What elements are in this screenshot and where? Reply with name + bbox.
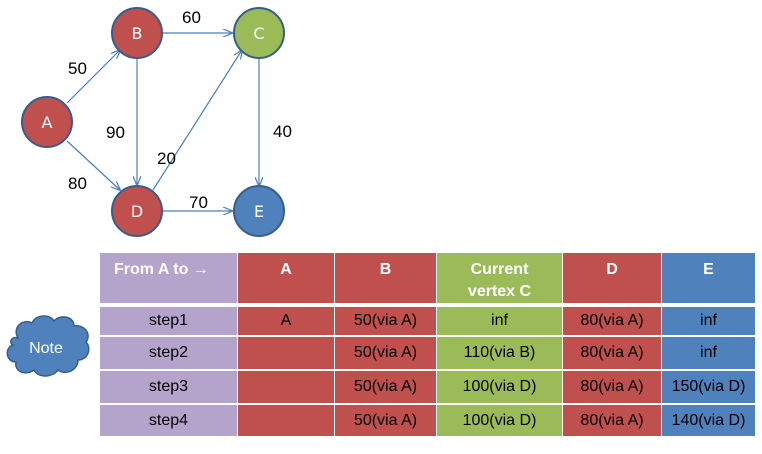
edge-weight-c-e: 40 bbox=[273, 122, 292, 141]
edge-weight-d-c: 20 bbox=[157, 149, 176, 168]
edge-d-c bbox=[152, 50, 242, 191]
node-a: A bbox=[21, 96, 73, 148]
node-a-label: A bbox=[42, 113, 53, 132]
cell-step: step2 bbox=[100, 335, 237, 369]
distance-table: From A to → A B Current vertex C D E ste… bbox=[99, 253, 756, 436]
graph-diagram: 50 80 60 90 20 40 70 A B C D E bbox=[21, 7, 292, 237]
cell-a bbox=[238, 403, 334, 436]
node-e-label: E bbox=[254, 202, 264, 221]
edge-weight-b-c: 60 bbox=[182, 8, 201, 27]
note-label: Note bbox=[29, 340, 63, 357]
header-current-vertex-c: Current vertex C bbox=[437, 253, 562, 303]
edge-weight-d-e: 70 bbox=[189, 193, 208, 212]
cell-c: 100(via D) bbox=[437, 369, 562, 403]
cell-b: 50(via A) bbox=[335, 369, 436, 403]
table-header-row: From A to → A B Current vertex C D E bbox=[100, 253, 755, 303]
edge-a-b bbox=[66, 50, 120, 104]
table-row: step3 50(via A) 100(via D) 80(via A) 150… bbox=[100, 369, 755, 403]
edge-a-d bbox=[66, 140, 120, 190]
node-e: E bbox=[233, 185, 285, 237]
header-c-line2: vertex C bbox=[467, 283, 532, 300]
header-b: B bbox=[335, 253, 436, 303]
cell-d: 80(via A) bbox=[563, 403, 661, 436]
table-row: step2 50(via A) 110(via B) 80(via A) inf bbox=[100, 335, 755, 369]
cell-d: 80(via A) bbox=[563, 335, 661, 369]
cell-c: 100(via D) bbox=[437, 403, 562, 436]
edge-weight-a-d: 80 bbox=[68, 174, 87, 193]
cell-d: 80(via A) bbox=[563, 303, 661, 335]
cell-b: 50(via A) bbox=[335, 335, 436, 369]
note-cloud-shape bbox=[6, 315, 90, 377]
node-c-label: C bbox=[253, 24, 264, 43]
cell-d: 80(via A) bbox=[563, 369, 661, 403]
node-d: D bbox=[111, 185, 163, 237]
cell-e: 140(via D) bbox=[662, 403, 755, 436]
cell-a bbox=[238, 369, 334, 403]
table-row: step1 A 50(via A) inf 80(via A) inf bbox=[100, 303, 755, 335]
cell-b: 50(via A) bbox=[335, 303, 436, 335]
table-row: step4 50(via A) 100(via D) 80(via A) 140… bbox=[100, 403, 755, 436]
header-e: E bbox=[662, 253, 755, 303]
node-b: B bbox=[111, 7, 163, 59]
edge-weight-b-d: 90 bbox=[106, 123, 125, 142]
node-c: C bbox=[233, 7, 285, 59]
header-a: A bbox=[238, 253, 334, 303]
node-d-label: D bbox=[131, 202, 143, 221]
cell-b: 50(via A) bbox=[335, 403, 436, 436]
cell-a: A bbox=[238, 303, 334, 335]
cell-c: inf bbox=[437, 303, 562, 335]
header-from-a-to: From A to → bbox=[100, 253, 237, 303]
cell-step: step4 bbox=[100, 403, 237, 436]
node-b-label: B bbox=[132, 24, 143, 43]
cell-e: 150(via D) bbox=[662, 369, 755, 403]
cell-c: 110(via B) bbox=[437, 335, 562, 369]
note-cloud: Note bbox=[6, 315, 90, 377]
cell-step: step1 bbox=[100, 303, 237, 335]
cell-e: inf bbox=[662, 335, 755, 369]
header-d: D bbox=[563, 253, 661, 303]
cell-a bbox=[238, 335, 334, 369]
cell-step: step3 bbox=[100, 369, 237, 403]
header-c-line1: Current bbox=[470, 261, 529, 278]
cell-e: inf bbox=[662, 303, 755, 335]
edge-weight-a-b: 50 bbox=[68, 59, 87, 78]
